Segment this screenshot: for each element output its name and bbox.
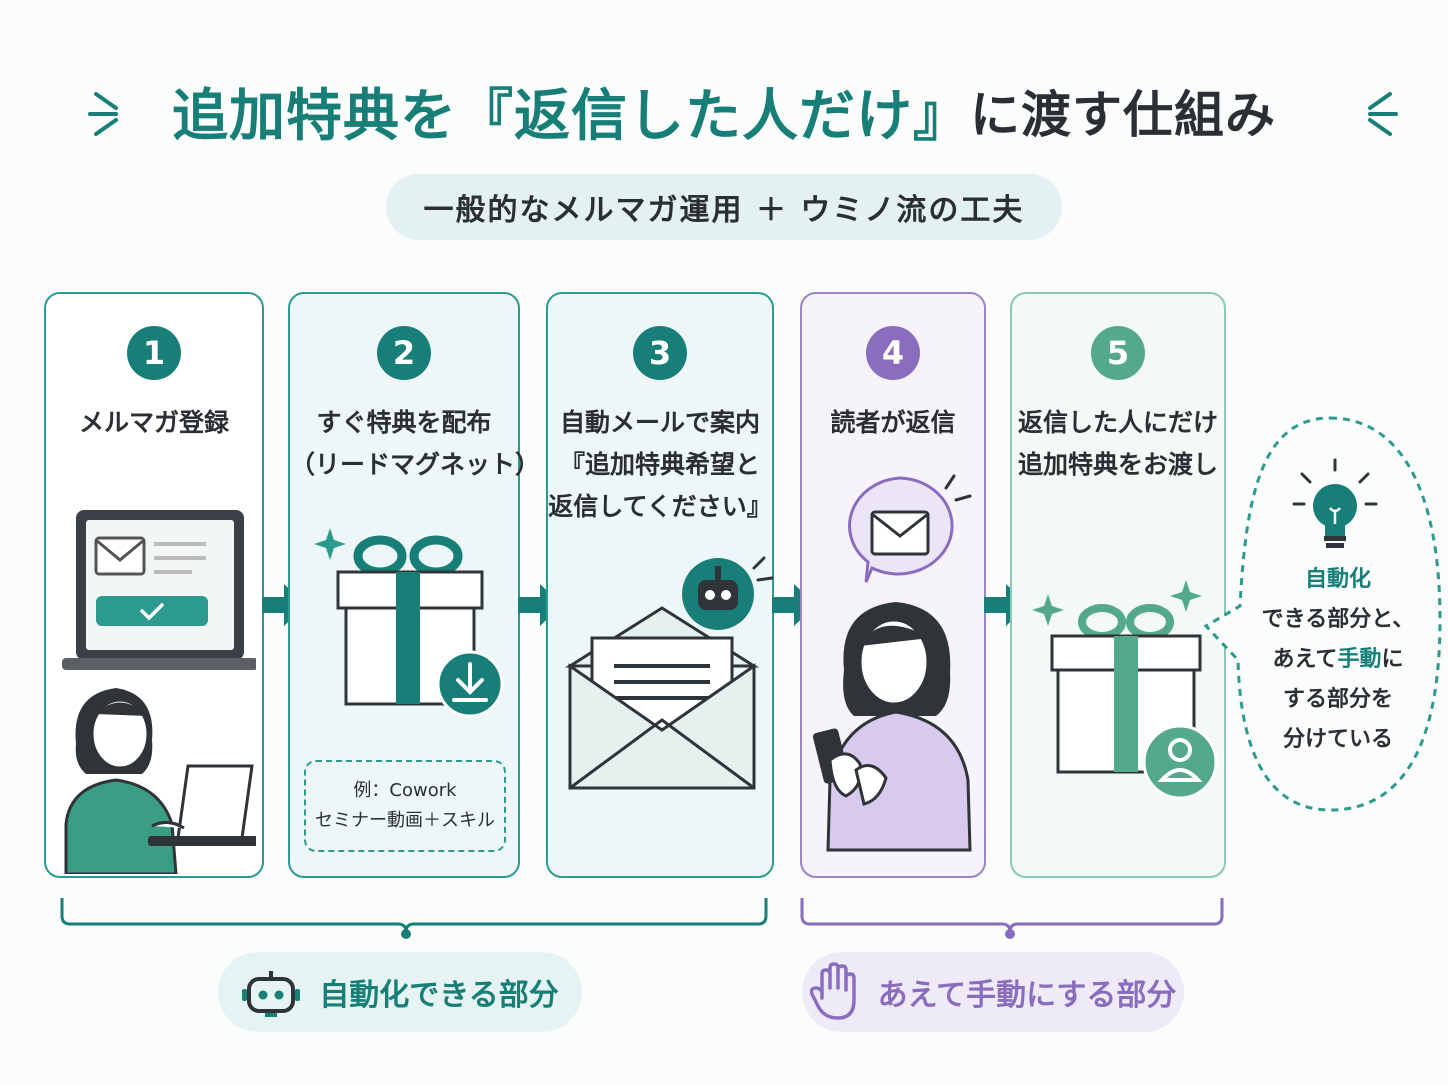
example-line-1: 例：Cowork (353, 780, 457, 801)
step-number-badge: 1 (127, 326, 181, 380)
reader-reply-illustration (812, 474, 972, 852)
title-part-1: 追加特典を (172, 83, 457, 149)
group-label-manual: あえて手動にする部分 (802, 952, 1184, 1032)
group-manual-label: あえて手動にする部分 (877, 978, 1177, 1013)
step-card-3: 3 自動メールで案内 『追加特典希望と 返信してください』 (546, 292, 774, 878)
hand-icon (809, 962, 856, 1020)
step-card-4: 4 読者が返信 (800, 292, 986, 878)
lightbulb-icon (1292, 458, 1378, 548)
envelope-robot-illustration (564, 556, 774, 790)
group-label-auto: 自動化できる部分 (218, 952, 582, 1032)
step-card-1: 1 メルマガ登録 (44, 292, 264, 878)
group-auto-strong: 自動化 (319, 978, 410, 1013)
gift-download-illustration (314, 528, 504, 718)
group-auto-rest: できる部分 (409, 978, 559, 1013)
bracket-manual (800, 898, 1224, 939)
gift-user-illustration (1032, 580, 1218, 800)
step-title: 返信した人にだけ 追加特典をお渡し (1017, 408, 1218, 479)
step-number-badge: 5 (1091, 326, 1145, 380)
step-title: 自動メールで案内 『追加特典希望と 返信してください』 (548, 408, 772, 521)
example-box: 例：Cowork セミナー動画＋スキル (304, 760, 506, 852)
step-card-2: 2 すぐ特典を配布 （リードマグネット） 例：Cowork セミナー動画＋スキル (288, 292, 541, 878)
callout-text: 自動化 できる部分と、 あえて手動に する部分を 分けている (1261, 567, 1415, 752)
bracket-auto (60, 898, 768, 939)
laptop-signup-illustration (62, 510, 256, 874)
step-number-badge: 3 (633, 326, 687, 380)
page-title: 追加特典を 『返信した人だけ』 に渡す仕組み (0, 66, 1448, 156)
step-number-badge: 2 (377, 326, 431, 380)
sparkle-right-icon (1368, 92, 1398, 136)
step-title: すぐ特典を配布 （リードマグネット） (290, 408, 541, 479)
step-card-5: 5 返信した人にだけ 追加特典をお渡し (1010, 292, 1226, 878)
sparkle-left-icon (88, 92, 118, 136)
step-title: 読者が返信 (830, 408, 956, 437)
title-part-3: に渡す仕組み (970, 86, 1276, 144)
step-title: メルマガ登録 (78, 408, 229, 437)
step-number-badge: 4 (866, 326, 920, 380)
subtitle-pill: 一般的なメルマガ運用 ＋ ウミノ流の工夫 (386, 174, 1062, 240)
title-part-2: 『返信した人だけ』 (457, 83, 970, 149)
callout-bubble (1203, 416, 1442, 812)
example-line-2: セミナー動画＋スキル (315, 810, 495, 831)
robot-icon (242, 971, 301, 1017)
